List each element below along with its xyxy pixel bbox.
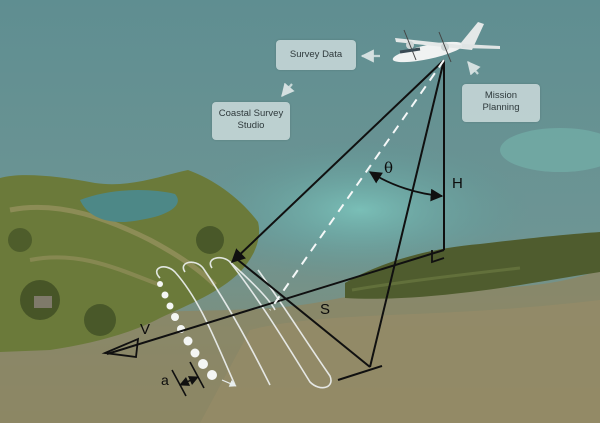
right-angle bbox=[431, 250, 445, 264]
beam-line bbox=[230, 59, 445, 263]
arrow-icon bbox=[467, 60, 481, 76]
dashed-beam bbox=[269, 59, 445, 311]
flight-loops bbox=[155, 256, 332, 389]
island-left bbox=[0, 170, 260, 352]
mission-planning-line2: Planning bbox=[482, 102, 520, 113]
survey-data-badge: Survey Data bbox=[276, 40, 356, 70]
lagoon bbox=[80, 190, 178, 222]
coastal-studio-line2: Studio bbox=[237, 120, 265, 131]
spacing-arrow bbox=[179, 376, 199, 386]
range-tick bbox=[337, 365, 383, 381]
building bbox=[34, 296, 52, 308]
velocity-label: V bbox=[140, 321, 151, 338]
slant-line bbox=[237, 259, 371, 368]
spacing-label: a bbox=[161, 372, 169, 388]
theta-arc bbox=[368, 171, 444, 202]
survey-data-label: Survey Data bbox=[289, 49, 343, 60]
spacing-tick-b bbox=[189, 361, 205, 389]
height-label: H bbox=[452, 175, 463, 192]
coastal-studio-badge: Coastal Survey Studio bbox=[212, 102, 290, 140]
mission-planning-badge: Mission Planning bbox=[462, 84, 540, 122]
slant-range-label: S bbox=[320, 301, 331, 318]
coastal-studio-line1: Coastal Survey bbox=[218, 108, 284, 119]
velocity-arrow-icon bbox=[101, 337, 140, 359]
arrow-icon bbox=[281, 82, 295, 98]
theta-label: θ bbox=[384, 159, 394, 177]
aircraft-icon bbox=[392, 22, 500, 63]
nadir-line bbox=[369, 59, 445, 368]
reef-patch bbox=[500, 128, 600, 172]
mission-planning-line1: Mission bbox=[484, 90, 518, 101]
sonar-dots bbox=[157, 281, 217, 380]
arrow-icon bbox=[221, 379, 237, 387]
spacing-tick-a bbox=[171, 369, 187, 397]
